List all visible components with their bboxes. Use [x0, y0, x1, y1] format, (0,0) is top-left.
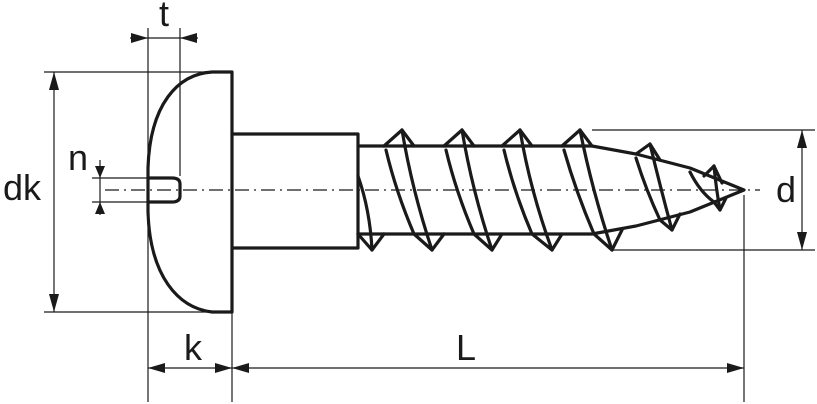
label-d: d — [776, 169, 796, 210]
label-L: L — [456, 327, 476, 368]
dimension-d: d — [592, 129, 815, 251]
dimension-n: n — [68, 137, 148, 215]
label-dk: dk — [3, 167, 42, 208]
screw-shank — [230, 132, 360, 250]
dimension-k: k — [147, 212, 233, 402]
head-slot — [146, 176, 182, 204]
dimension-L: L — [232, 195, 745, 402]
dimension-dk: dk — [3, 71, 212, 313]
label-k: k — [184, 327, 203, 368]
label-n: n — [68, 137, 88, 178]
label-t: t — [159, 0, 169, 34]
screw-head — [146, 70, 234, 314]
screw-thread — [356, 128, 746, 252]
dimension-t: t — [130, 0, 198, 176]
